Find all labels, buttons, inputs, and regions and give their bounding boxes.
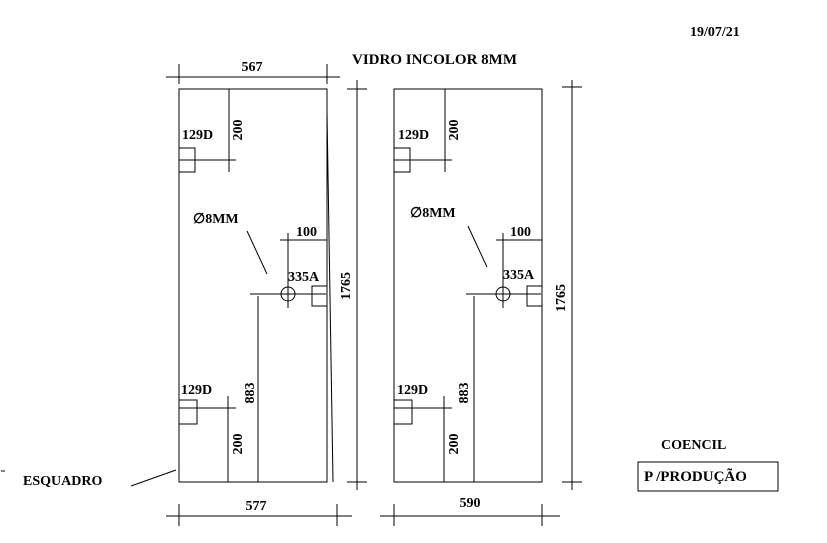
right-top-offset-label: 200 (447, 120, 462, 141)
right-hole-diameter-label: ∅8MM (410, 206, 456, 221)
right-hole-height-label: 883 (457, 383, 472, 404)
square-leader (130, 469, 177, 487)
left-height-dimension (347, 80, 367, 490)
square-label: ESQUADRO (23, 474, 102, 489)
right-bottom-hinge-cutout (393, 399, 413, 425)
right-height-dimension (562, 80, 582, 490)
destination-box (637, 461, 779, 492)
right-bottom-hinge-label: 129D (397, 383, 428, 398)
left-bottom-dimension (166, 504, 352, 526)
right-lock-cutout (526, 285, 543, 307)
right-bottom-dimension (380, 504, 560, 526)
left-height-label: 1765 (339, 272, 354, 300)
left-panel: 567 577 1765 129D 200 129D 200 (166, 60, 367, 526)
right-panel: 590 1765 129D 200 129D 200 ∅8MM 100 883 (380, 80, 582, 526)
left-lock-cutout (311, 285, 328, 307)
left-lock-label: 335A (288, 270, 320, 285)
date-label: 19/07/21 (690, 25, 740, 40)
left-bottom-hinge-cutout (178, 399, 198, 425)
right-panel-outline (393, 88, 543, 483)
left-top-dimension (166, 64, 340, 84)
destination-label: P /PRODUÇÃO (644, 467, 747, 485)
right-bottom-offset-label: 200 (447, 434, 462, 455)
right-hole-edge-label: 100 (510, 225, 531, 240)
left-hole-height-label: 883 (243, 383, 258, 404)
left-hole-diameter-label: ∅8MM (193, 212, 239, 227)
left-top-offset-label: 200 (231, 120, 246, 141)
right-height-label: 1765 (554, 284, 569, 312)
left-bottom-width-label: 577 (246, 499, 267, 514)
left-top-width-label: 567 (242, 60, 263, 75)
left-panel-outline (178, 88, 328, 483)
left-panel-slant-edge (326, 111, 334, 483)
left-bottom-offset-label: 200 (231, 434, 246, 455)
left-hole-leader (246, 230, 268, 275)
right-hole-leader (467, 225, 488, 268)
client-label: COENCIL (661, 438, 726, 453)
right-bottom-width-label: 590 (460, 496, 481, 511)
drawing-title: VIDRO INCOLOR 8MM (352, 52, 517, 68)
left-hole-edge-label: 100 (296, 225, 317, 240)
right-top-hinge-label: 129D (398, 128, 429, 143)
right-lock-label: 335A (503, 268, 535, 283)
left-bottom-hinge-label: 129D (181, 383, 212, 398)
left-top-hinge-label: 129D (182, 128, 213, 143)
